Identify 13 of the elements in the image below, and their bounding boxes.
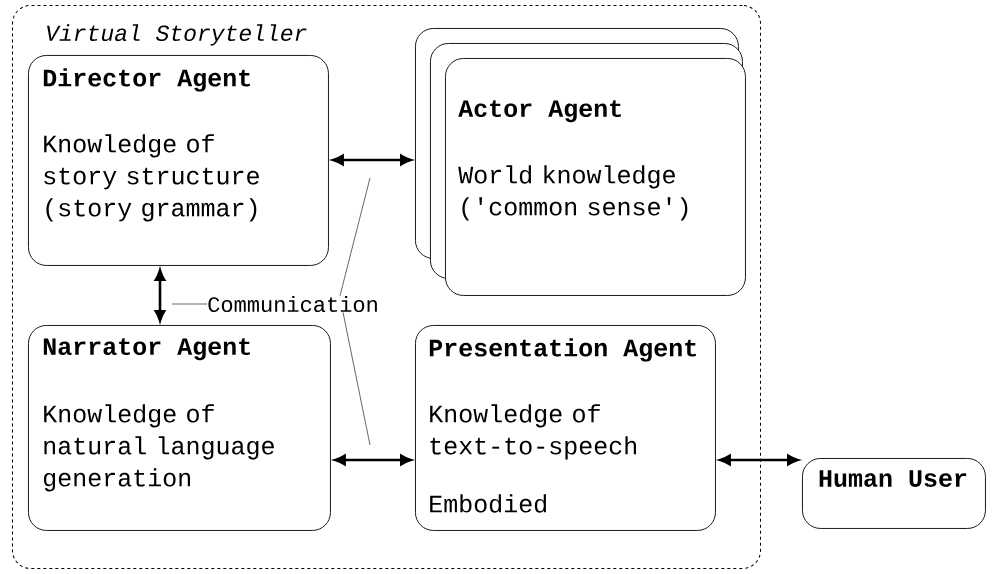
leader-line <box>342 312 371 446</box>
agent-box: Actor Agent World knowledge ('common sense') <box>445 58 746 296</box>
leader-line <box>339 177 371 297</box>
agent-box: Narrator Agent Knowledge of natural language generation <box>28 325 331 531</box>
user-box: Human User <box>802 458 986 529</box>
communication-label: Communication <box>208 295 377 313</box>
arrow <box>334 454 412 466</box>
leader-line <box>171 303 208 305</box>
arrow <box>154 269 166 322</box>
agent-box: Director Agent Knowledge of story structure (story grammar) <box>28 55 329 266</box>
agent-box: Presentation Agent Knowledge of text-to-speech Embodied <box>415 325 716 531</box>
arrow <box>719 454 799 466</box>
arrow <box>332 154 412 166</box>
